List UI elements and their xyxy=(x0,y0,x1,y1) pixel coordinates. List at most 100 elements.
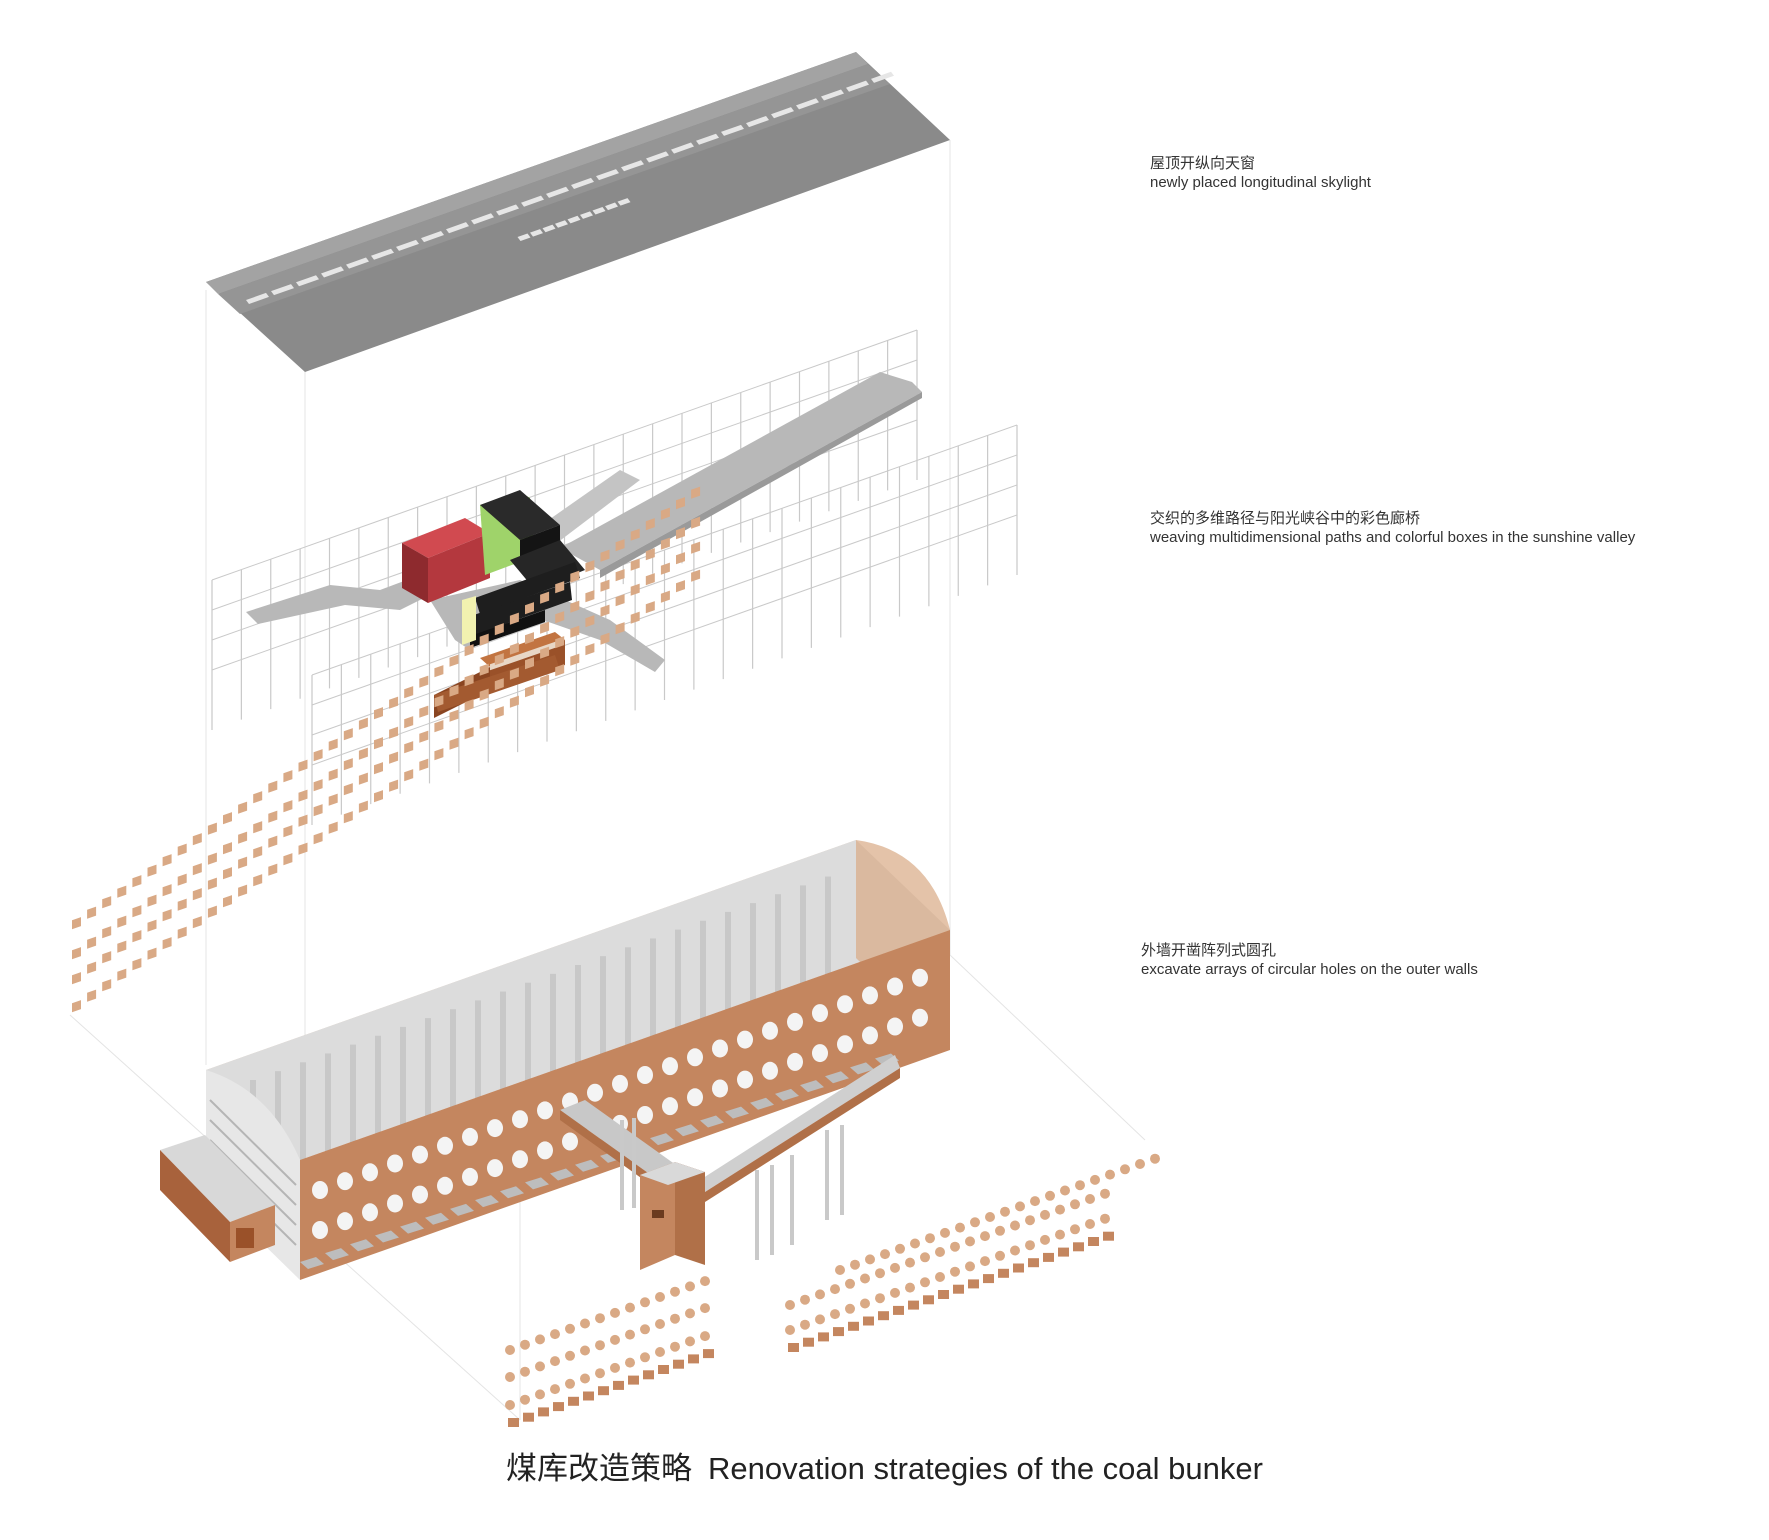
wall-panel-disc xyxy=(910,1238,920,1249)
wall-panel-square xyxy=(555,611,565,624)
wall-panel-square xyxy=(494,706,504,719)
wall-panel-disc xyxy=(860,1298,870,1309)
wall-panel-square xyxy=(328,768,338,781)
circular-hole xyxy=(687,1048,703,1067)
excavated-wall-panels-upper xyxy=(72,486,701,1013)
wall-panel-block xyxy=(538,1407,549,1417)
circular-hole xyxy=(387,1194,403,1213)
wall-panel-disc xyxy=(505,1372,515,1382)
wall-panel-disc xyxy=(1075,1180,1085,1191)
column xyxy=(675,929,681,1030)
wall-panel-square xyxy=(676,580,685,593)
wall-panel-square xyxy=(494,678,504,691)
wall-panel-square xyxy=(358,772,368,785)
caption-en: Renovation strategies of the coal bunker xyxy=(708,1451,1263,1486)
footing xyxy=(850,1062,874,1075)
wall-panel-disc xyxy=(940,1227,950,1238)
circular-hole xyxy=(487,1119,503,1138)
bridge-pier xyxy=(840,1125,844,1215)
wall-panel-disc xyxy=(550,1384,560,1395)
wall-panel-disc xyxy=(895,1243,905,1254)
wall-panel-square xyxy=(479,688,489,701)
wall-panel-square xyxy=(540,591,550,604)
circular-hole xyxy=(887,977,903,996)
bridge-pier xyxy=(825,1130,829,1220)
circular-hole xyxy=(662,1057,678,1076)
wall-panel-block xyxy=(878,1311,889,1321)
wall-panel-disc xyxy=(995,1225,1005,1236)
wall-panel-square xyxy=(374,707,383,720)
wall-panel-disc xyxy=(520,1366,530,1377)
wall-panel-disc xyxy=(520,1339,530,1350)
wall-panel-disc xyxy=(580,1345,590,1356)
column xyxy=(825,876,831,977)
annotation-walls-en: excavate arrays of circular holes on the… xyxy=(1141,961,1478,978)
skylight-pane xyxy=(580,211,593,219)
annotation-roof: 屋顶开纵向天窗 newly placed longitudinal skylig… xyxy=(1150,153,1371,192)
wall-panel-disc xyxy=(965,1261,975,1272)
wall-panel-square xyxy=(177,843,187,856)
wall-panel-block xyxy=(803,1337,814,1347)
footing xyxy=(325,1248,349,1261)
wall-panel-disc xyxy=(1105,1169,1115,1180)
wall-panel-disc xyxy=(1025,1240,1035,1251)
circular-hole xyxy=(312,1221,328,1239)
wall-panel-disc xyxy=(1010,1245,1020,1256)
wall-panel-square xyxy=(207,852,217,865)
wall-panel-square xyxy=(298,789,308,802)
annotation-paths: 交织的多维路径与阳光峡谷中的彩色廊桥 weaving multidimensio… xyxy=(1150,508,1635,547)
wall-panel-disc xyxy=(865,1254,875,1265)
circular-hole xyxy=(462,1127,478,1146)
black-box-upper xyxy=(480,490,560,560)
bridge-pier xyxy=(632,1118,636,1208)
skylight-pane xyxy=(617,198,631,206)
wall-panel-disc xyxy=(980,1256,990,1267)
wall-panel-square xyxy=(509,612,519,625)
wall-panel-disc xyxy=(700,1303,710,1314)
wall-panel-block xyxy=(983,1274,994,1284)
wall-panel-disc xyxy=(995,1250,1005,1261)
wall-panel-square xyxy=(87,906,97,919)
wall-panel-disc xyxy=(1060,1185,1070,1196)
wall-panel-square xyxy=(313,749,323,762)
wall-panel-square xyxy=(162,937,172,950)
wall-panel-square xyxy=(494,623,504,636)
wall-panel-square xyxy=(162,909,172,922)
wall-panel-square xyxy=(87,961,97,974)
skylight-pane xyxy=(542,224,556,233)
wall-panel-square xyxy=(389,696,399,709)
wall-panel-square xyxy=(253,821,263,834)
footing xyxy=(425,1212,449,1225)
column xyxy=(325,1053,331,1154)
wall-panel-block xyxy=(1103,1231,1114,1241)
wall-panel-square xyxy=(268,835,278,848)
wall-panel-square xyxy=(615,569,625,582)
wall-panel-square xyxy=(555,636,565,649)
wall-panel-disc xyxy=(670,1341,680,1352)
circular-hole xyxy=(412,1145,428,1164)
wall-panel-square xyxy=(298,814,308,827)
wall-panel-square xyxy=(404,686,414,699)
wall-panel-square xyxy=(525,632,534,645)
column xyxy=(725,911,731,1012)
circular-hole xyxy=(512,1110,528,1129)
wall-panel-square xyxy=(389,779,399,792)
skylight-pane xyxy=(371,248,394,260)
roof-top-band xyxy=(206,52,868,294)
wall-panel-square xyxy=(374,762,383,775)
column xyxy=(550,973,556,1074)
wall-panel-disc xyxy=(860,1273,870,1284)
wall-panel-disc xyxy=(1010,1220,1020,1231)
wall-panel-square xyxy=(630,611,640,624)
wall-panel-square xyxy=(509,667,519,680)
wall-panel-block xyxy=(523,1412,534,1422)
skylight-pane xyxy=(517,233,531,242)
column xyxy=(375,1035,381,1136)
wall-panel-disc xyxy=(920,1277,930,1288)
circular-hole xyxy=(837,995,853,1014)
circular-hole xyxy=(912,1008,928,1027)
wall-panel-disc xyxy=(505,1400,515,1410)
wall-panel-block xyxy=(688,1354,699,1364)
wall-panel-block xyxy=(788,1343,799,1352)
